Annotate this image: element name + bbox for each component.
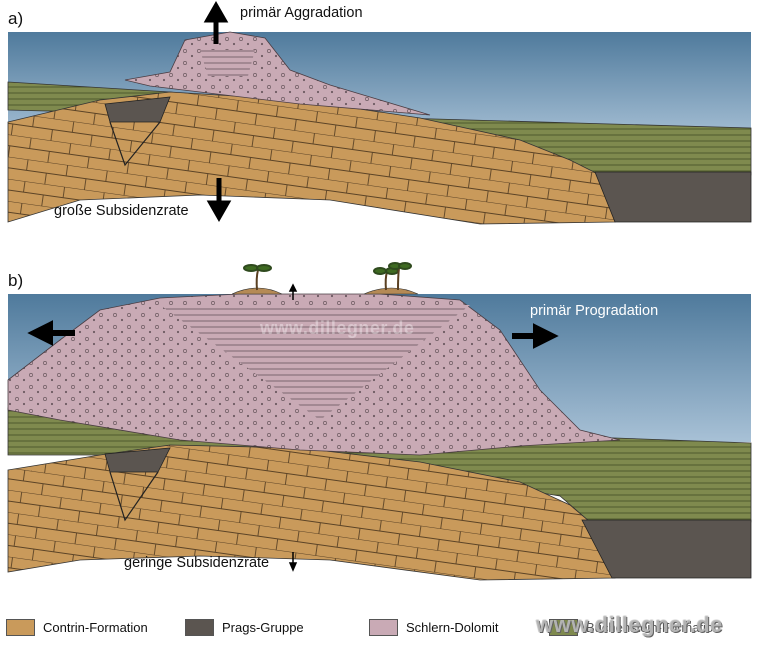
fault-b	[109, 471, 159, 522]
schlern-core-a	[200, 50, 255, 76]
legend-swatch-buchenstein	[549, 618, 578, 636]
footer-watermark: www.dillegner.de	[536, 612, 723, 637]
low-subsidence-label: geringe Subsidenzrate	[124, 555, 270, 571]
legend-label-schlern: Schlern-Dolomit	[406, 619, 499, 635]
legend-buchenstein: Buchenstein-Formation	[549, 617, 720, 637]
aggradation-label: primär Aggradation	[240, 5, 363, 21]
prags-basin-a	[594, 171, 752, 223]
legend-swatch-schlern	[369, 618, 398, 636]
island-right	[363, 287, 419, 295]
panel-a-diagram	[7, 0, 752, 225]
panel-watermark: www.dillegner.de	[260, 318, 415, 338]
prags-basin-b	[581, 519, 752, 579]
legend-label-prags: Prags-Gruppe	[222, 619, 304, 635]
panel-b-label: b)	[8, 271, 24, 290]
left-arrow-b	[27, 320, 75, 346]
down-arrow-a	[206, 178, 232, 223]
island-left	[231, 287, 283, 295]
small-down-arrow-b	[288, 552, 298, 572]
legend-swatch-contrin	[6, 618, 35, 636]
fault-a	[109, 121, 161, 167]
legend-contrin: Contrin-Formation	[6, 617, 148, 637]
panel-b-diagram	[7, 262, 752, 581]
schlern-core-b	[160, 305, 470, 420]
high-subsidence-label: große Subsidenzrate	[54, 203, 189, 219]
small-up-arrow-b	[288, 283, 298, 300]
legend-label-contrin: Contrin-Formation	[43, 619, 148, 635]
legend-swatch-prags	[185, 618, 214, 636]
legend-prags: Prags-Gruppe	[185, 617, 304, 637]
legend-label-buchenstein: Buchenstein-Formation	[586, 619, 721, 635]
right-arrow-b	[512, 323, 559, 349]
up-arrow-a	[203, 0, 229, 44]
palm-tree-icon	[243, 262, 412, 291]
progradation-label: primär Progradation	[530, 303, 659, 319]
legend-schlern: Schlern-Dolomit	[369, 617, 498, 637]
panel-a-label: a)	[8, 9, 24, 28]
